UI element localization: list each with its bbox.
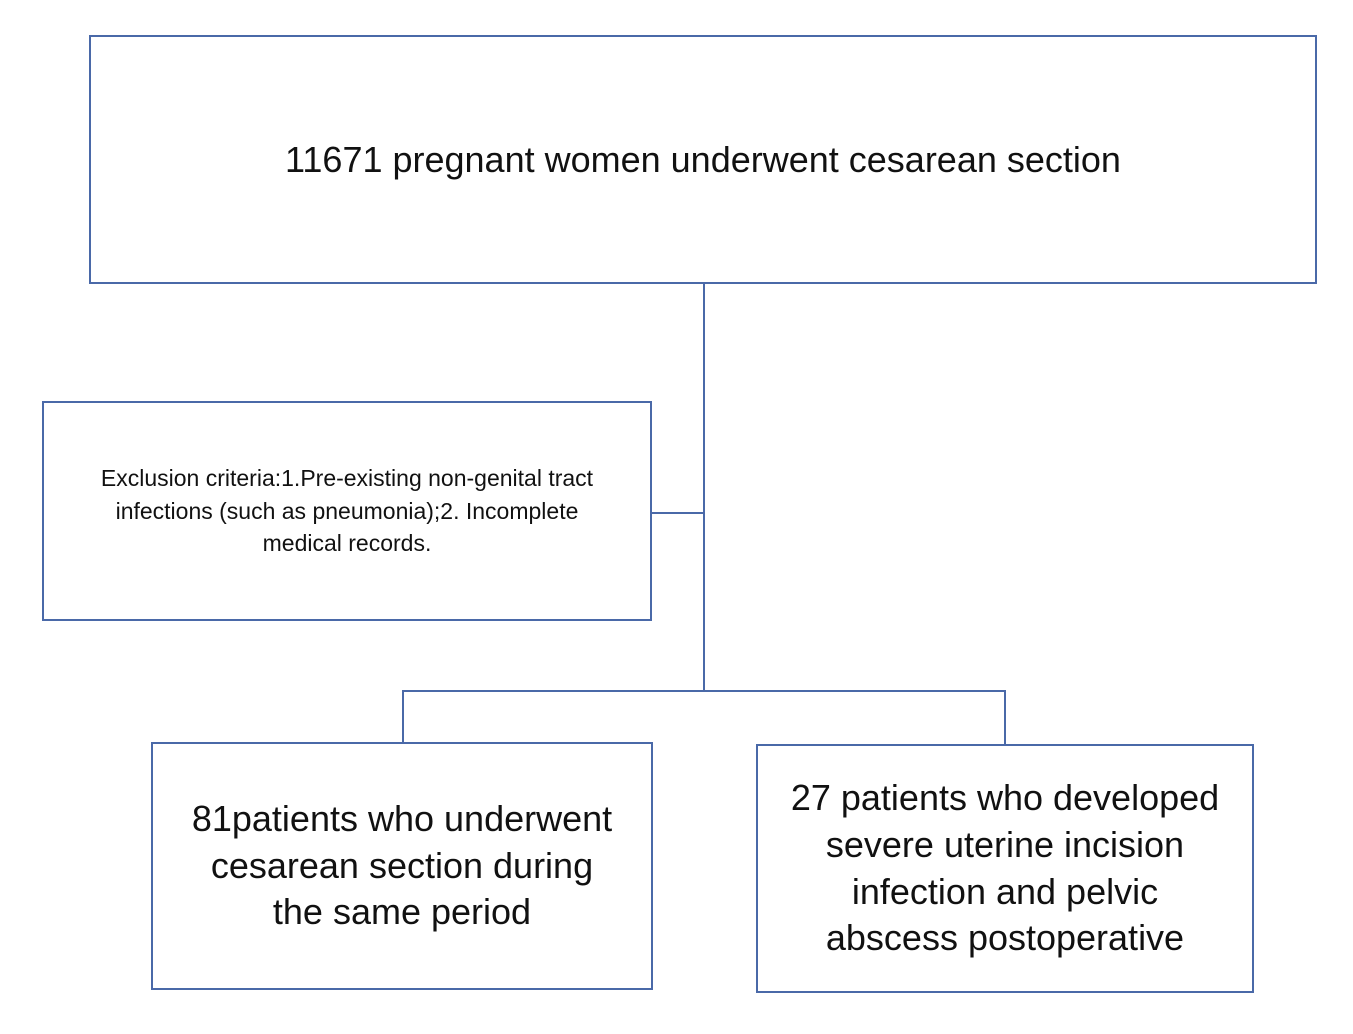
connector-branch-to-left-box xyxy=(402,690,404,742)
flowchart-box-infection-group: 27 patients who developed severe uterine… xyxy=(756,744,1254,993)
flowchart-box-control-group: 81patients who underwent cesarean sectio… xyxy=(151,742,653,990)
connector-branch-horizontal xyxy=(402,690,1006,692)
flowchart-box-exclusion-criteria: Exclusion criteria:1.Pre-existing non-ge… xyxy=(42,401,652,621)
connector-branch-to-right-box xyxy=(1004,690,1006,744)
connector-top-to-branch xyxy=(703,284,705,691)
connector-exclusion-to-main xyxy=(652,512,704,514)
flowchart-box-total-population: 11671 pregnant women underwent cesarean … xyxy=(89,35,1317,284)
